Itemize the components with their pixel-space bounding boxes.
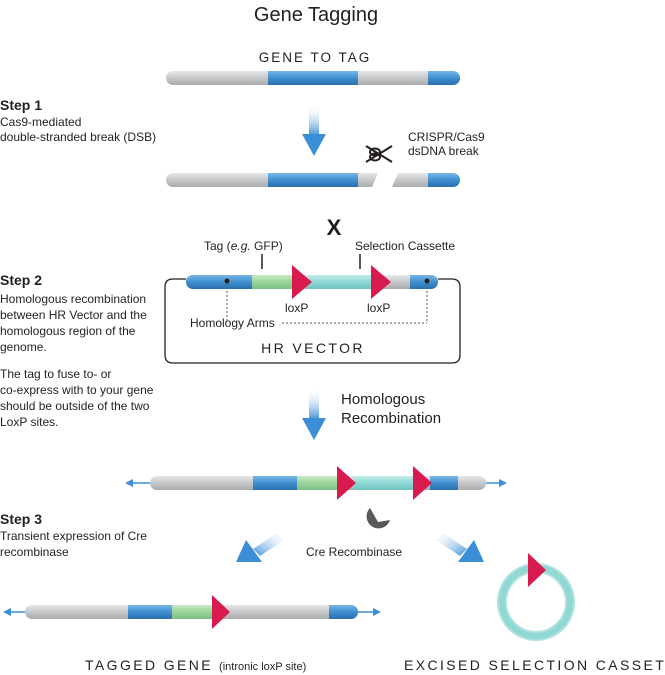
hr-vector-label: HR VECTOR — [261, 340, 365, 356]
crispr-label-line2: dsDNA break — [408, 144, 480, 158]
broken-gene-strand — [166, 173, 460, 187]
loxp-triangle-icon — [528, 553, 546, 587]
tagged-gene-strand — [3, 595, 381, 629]
tag-label: Tag (e.g. GFP) — [204, 239, 283, 253]
homologous-recombination-line2: Recombination — [341, 410, 441, 427]
step1-line1: Cas9-mediated — [0, 115, 81, 129]
down-arrow-icon — [302, 390, 326, 440]
step2-note2: co-express with to your gene — [0, 383, 154, 397]
step3-line1: Transient expression of Cre — [0, 529, 147, 543]
step2-line1: Homologous recombination — [0, 292, 146, 306]
step2-line3: homologous region of the — [0, 324, 136, 338]
hr-vector-strand — [186, 265, 438, 299]
excised-cassette-ring — [497, 553, 575, 641]
step2-line2: between HR Vector and the — [0, 308, 147, 322]
down-right-arrow-icon — [436, 533, 484, 562]
pacman-enzyme-icon — [366, 508, 390, 529]
step2-note3: should be outside of the two — [0, 399, 150, 413]
hr-vector-loop — [164, 278, 461, 364]
cre-recombinase-label: Cre Recombinase — [306, 545, 402, 559]
loxp-triangle-icon — [371, 265, 391, 299]
loxp-triangle-icon — [292, 265, 312, 299]
excised-cassette-label: EXCISED SELECTION CASSETTE — [404, 657, 665, 673]
tagged-gene-label: TAGGED GENE(intronic loxP site) — [85, 657, 306, 673]
down-left-arrow-icon — [236, 533, 284, 562]
loxp-label-1: loxP — [285, 301, 308, 315]
scissors-icon — [365, 145, 393, 163]
step2-note1: The tag to fuse to- or — [0, 367, 111, 381]
crispr-label-line1: CRISPR/Cas9 — [408, 130, 485, 144]
diagram-title: Gene Tagging — [254, 4, 378, 26]
step1-heading: Step 1 — [0, 97, 42, 113]
step2-heading: Step 2 — [0, 272, 42, 288]
step1-line2: double-stranded break (DSB) — [0, 130, 156, 144]
homologous-recombination-line1: Homologous — [341, 391, 425, 408]
loxp-triangle-icon — [212, 595, 230, 629]
step3-heading: Step 3 — [0, 511, 42, 527]
homology-arms-label: Homology Arms — [190, 316, 275, 330]
cross-symbol: X — [327, 215, 342, 240]
gene-to-tag-strand — [166, 71, 460, 85]
step2-line4: genome. — [0, 340, 47, 354]
recombined-strand — [125, 466, 507, 500]
gene-to-tag-label: GENE TO TAG — [259, 50, 372, 65]
step2-note4: LoxP sites. — [0, 415, 58, 429]
loxp-triangle-icon — [337, 466, 356, 500]
loxp-triangle-icon — [413, 466, 432, 500]
homology-arms-guides — [226, 283, 428, 324]
loxp-label-2: loxP — [367, 301, 390, 315]
step3-line2: recombinase — [0, 545, 69, 559]
selection-cassette-label: Selection Cassette — [355, 239, 455, 253]
down-arrow-icon — [302, 106, 326, 156]
